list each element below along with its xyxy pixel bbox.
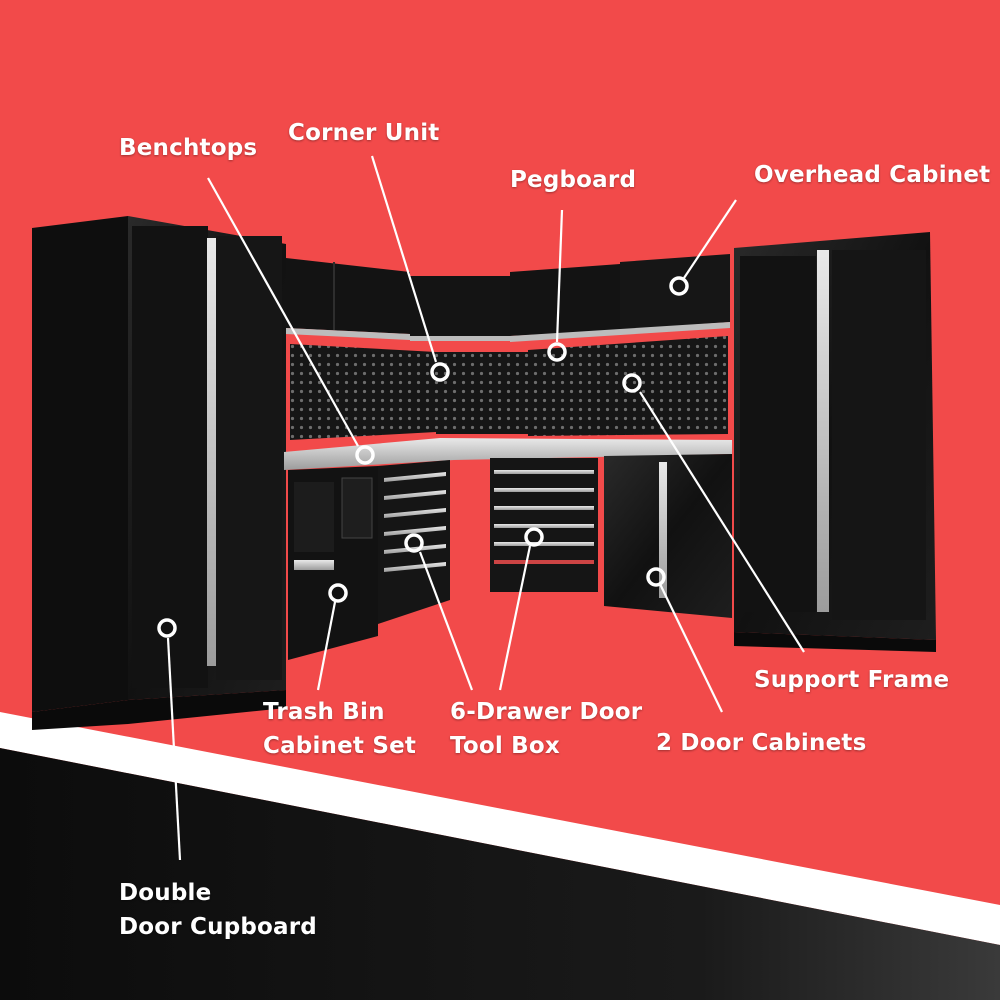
- pegboard-label-text: Pegboard: [510, 167, 637, 193]
- support-frame-pin: [622, 373, 642, 393]
- pegboards: [290, 336, 728, 440]
- benchtops-pin: [355, 445, 375, 465]
- drawer-toolbox-label-line-1: 6-Drawer Door: [450, 699, 643, 725]
- two-door-cabinets-pin: [646, 567, 666, 587]
- drawer-toolbox-label-line-2: Tool Box: [450, 733, 560, 759]
- two-door-cabinets-label: 2 Door Cabinets: [656, 726, 866, 760]
- drawer-toolbox-pin-right: [524, 527, 544, 547]
- corner-unit-label: Corner Unit: [288, 116, 439, 150]
- overhead-cabinets: [286, 254, 730, 342]
- white-divider-band: [0, 712, 1000, 945]
- double-door-cupboard-pin: [157, 618, 177, 638]
- trash-bin-label-line-1: Trash Bin: [263, 699, 385, 725]
- trash-bin-pin: [328, 583, 348, 603]
- corner-unit-pin: [430, 362, 450, 382]
- stainless-benchtop: [284, 438, 732, 470]
- corner-unit-label-text: Corner Unit: [288, 120, 440, 146]
- benchtops-label: Benchtops: [119, 131, 257, 165]
- support-frame-label-text: Support Frame: [754, 667, 950, 693]
- double-door-cupboard-label-line-1: Double: [119, 880, 212, 906]
- callout-pins: [157, 276, 689, 638]
- pegboard-pin: [547, 342, 567, 362]
- benchtops-label-text: Benchtops: [119, 135, 258, 161]
- trash-bin-label: Trash Bin Cabinet Set: [263, 695, 416, 763]
- double-door-cupboard-left: [32, 216, 286, 730]
- overhead-cabinet-label: Overhead Cabinet: [754, 158, 990, 192]
- double-door-cupboard-label-line-2: Door Cupboard: [119, 914, 317, 940]
- two-door-cabinet: [604, 454, 732, 618]
- two-door-cabinets-label-text: 2 Door Cabinets: [656, 730, 867, 756]
- support-frame-label: Support Frame: [754, 663, 949, 697]
- double-door-cupboard-right: [734, 232, 936, 652]
- trash-bin-cabinet: [288, 466, 378, 660]
- drawer-toolbox-right: [490, 458, 598, 592]
- drawer-toolbox-pin-left: [404, 533, 424, 553]
- overhead-cabinet-pin: [669, 276, 689, 296]
- trash-bin-label-line-2: Cabinet Set: [263, 733, 417, 759]
- dark-footer-band: [0, 748, 1000, 1000]
- pegboard-label: Pegboard: [510, 163, 636, 197]
- drawer-toolbox-left: [378, 460, 450, 624]
- overhead-cabinet-label-text: Overhead Cabinet: [754, 162, 991, 188]
- callout-leader-lines: [166, 155, 805, 861]
- drawer-toolbox-label: 6-Drawer Door Tool Box: [450, 695, 642, 763]
- double-door-cupboard-label: Double Door Cupboard: [119, 876, 317, 944]
